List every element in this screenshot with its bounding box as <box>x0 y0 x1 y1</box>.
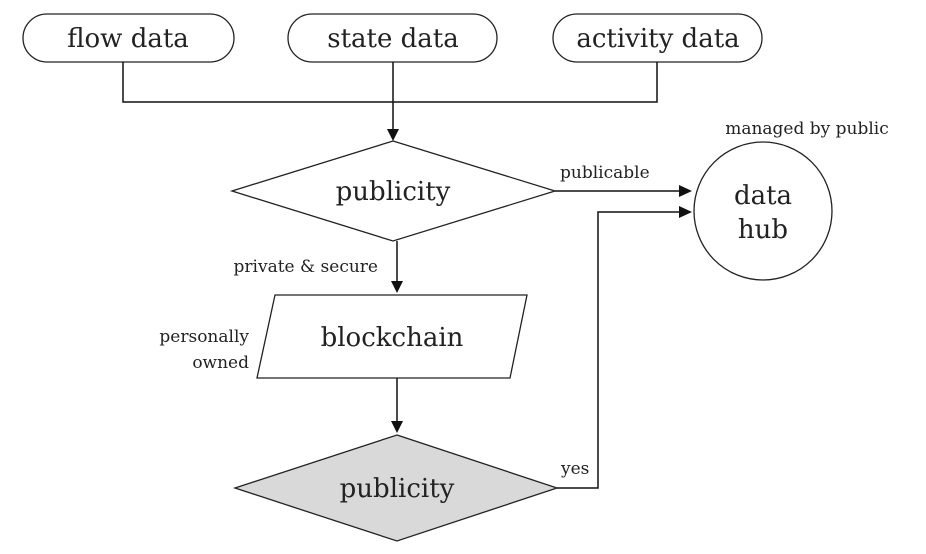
private-secure-edge: private & secure <box>234 241 403 293</box>
personally-owned-line2: owned <box>192 353 249 373</box>
arrowhead-to-data-hub-2 <box>679 206 692 218</box>
publicity-decision-top: publicity <box>229 140 558 242</box>
data-hub-label-line1: data <box>734 181 792 211</box>
publicable-label: publicable <box>560 163 650 183</box>
state-data-node: state data <box>287 13 498 63</box>
publicable-edge: publicable <box>555 163 692 197</box>
publicity-bottom-label: publicity <box>340 474 455 504</box>
state-data-label: state data <box>327 24 459 54</box>
publicity-decision-bottom: publicity <box>232 434 560 542</box>
input-merge-connector <box>122 62 658 141</box>
blockchain-to-publicity-edge <box>391 378 403 433</box>
publicity-top-label: publicity <box>336 177 451 207</box>
arrowhead-to-data-hub-1 <box>679 185 692 197</box>
private-secure-label: private & secure <box>234 257 378 277</box>
yes-label: yes <box>560 459 589 479</box>
activity-data-node: activity data <box>552 13 763 63</box>
blockchain-node: blockchain personally owned <box>159 294 528 379</box>
flow-data-label: flow data <box>67 24 189 54</box>
blockchain-label: blockchain <box>321 323 464 353</box>
personally-owned-line1: personally <box>159 327 249 347</box>
arrowhead-to-publicity-bottom <box>391 421 403 433</box>
data-hub-caption: managed by public <box>725 119 889 139</box>
flow-data-node: flow data <box>22 13 235 63</box>
arrowhead-to-blockchain <box>391 281 403 293</box>
activity-data-label: activity data <box>576 24 739 54</box>
arrowhead-to-publicity-top <box>387 129 399 141</box>
yes-edge: yes <box>557 206 692 489</box>
data-hub-node: data hub managed by public <box>693 119 889 281</box>
data-hub-label-line2: hub <box>738 215 788 245</box>
